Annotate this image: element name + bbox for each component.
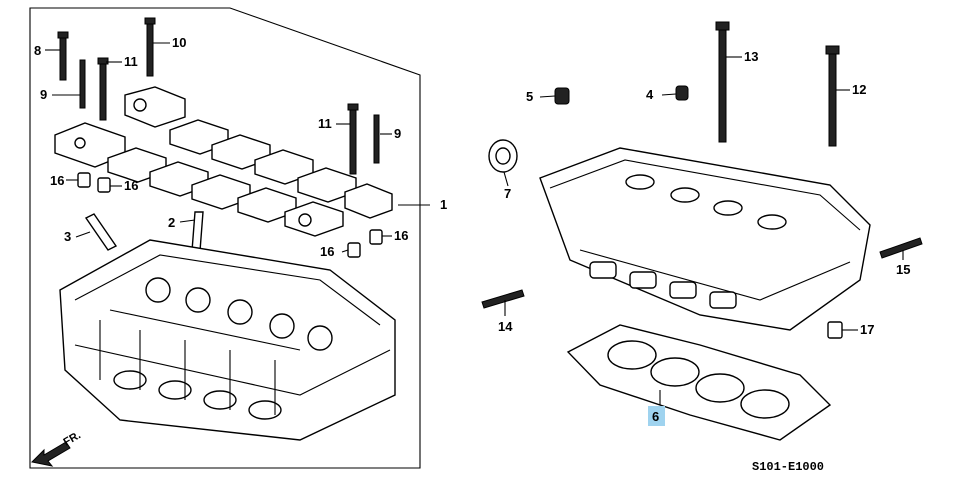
callout-labels: 1 2 3 4 5 6 7 8 9 9 10 11 11 12 13 14 15… [34, 35, 910, 426]
callout-16c: 16 [394, 228, 408, 243]
callout-11a: 11 [124, 54, 138, 69]
head-gasket [566, 324, 832, 441]
cylinder-head [59, 239, 396, 441]
callout-10: 10 [172, 35, 186, 50]
callout-2: 2 [168, 215, 175, 230]
callout-16d: 16 [320, 244, 334, 259]
callout-5: 5 [526, 89, 533, 104]
callout-3: 3 [64, 229, 71, 244]
callout-8: 8 [34, 43, 41, 58]
callout-16a: 16 [50, 173, 64, 188]
diagram-code: S101-E1000 [752, 460, 824, 474]
callout-1: 1 [440, 197, 447, 212]
callout-16b: 16 [124, 178, 138, 193]
front-arrow: FR. [30, 429, 83, 467]
head-bolts [715, 21, 840, 147]
callout-7: 7 [504, 186, 511, 201]
engine-block-head [539, 147, 871, 331]
callout-11b: 11 [318, 116, 332, 131]
callout-15: 15 [896, 262, 910, 277]
camshaft-holders [54, 86, 393, 237]
bolts-left [57, 17, 380, 175]
leader-lines [45, 42, 904, 405]
callout-14: 14 [498, 319, 513, 334]
plugs [488, 85, 689, 173]
front-label: FR. [62, 429, 83, 448]
callout-17: 17 [860, 322, 874, 337]
callout-12: 12 [852, 82, 866, 97]
callout-9a: 9 [40, 87, 47, 102]
callout-4: 4 [646, 87, 654, 102]
callout-9b: 9 [394, 126, 401, 141]
callout-13: 13 [744, 49, 758, 64]
callout-6: 6 [652, 409, 659, 424]
studs [481, 237, 923, 309]
assembly-outline [29, 7, 421, 469]
callout-6-highlight [648, 406, 665, 426]
